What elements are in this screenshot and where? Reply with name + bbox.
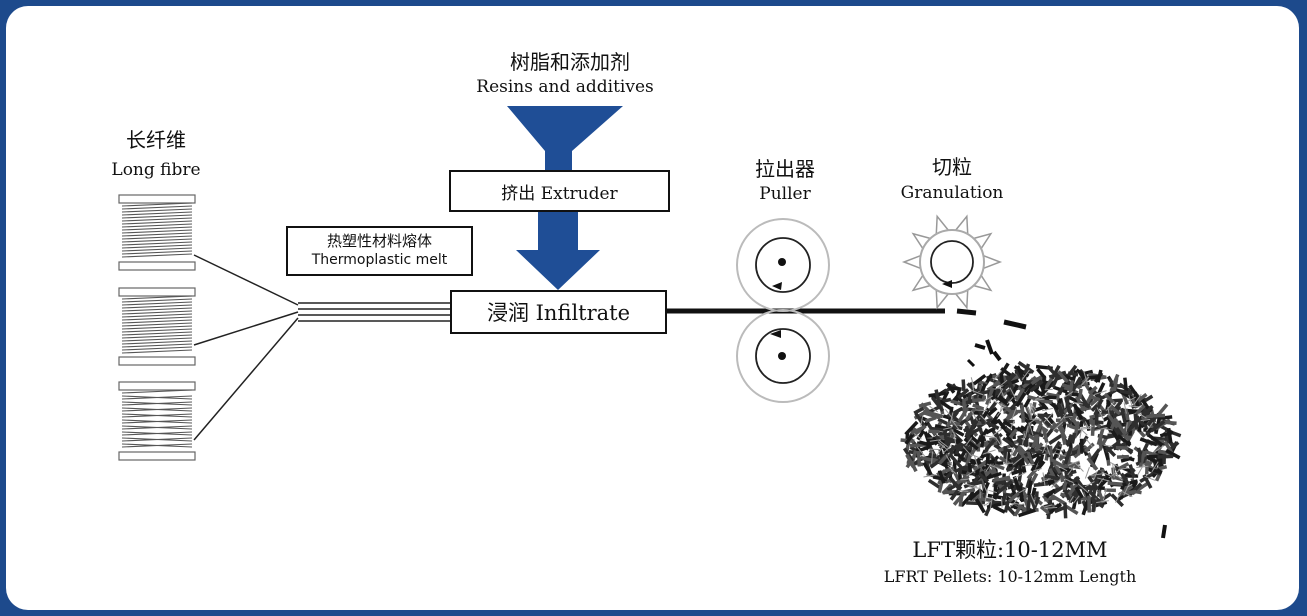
pellet-heap (900, 360, 1182, 520)
strand-dash (956, 308, 977, 316)
fibre-spool (118, 381, 196, 461)
resin-funnel (507, 106, 623, 170)
resin-label-en: Resins and additives (476, 77, 654, 97)
puller-label-en: Puller (759, 184, 811, 204)
fibre-lines (193, 254, 450, 441)
fibre-label-cn: 长纤维 (126, 128, 186, 152)
fibre-label-en: Long fibre (111, 160, 201, 180)
fibre-spool (118, 194, 196, 271)
extruder-box: 挤出 Extruder (449, 170, 670, 212)
pellets-label-cn: LFT颗粒:10-12MM (912, 538, 1108, 562)
puller-roller-bottom (736, 309, 830, 403)
granulation-label-en: Granulation (900, 183, 1004, 203)
fibre-spool (118, 287, 196, 366)
puller-roller-top (736, 218, 830, 312)
feed-arrow (516, 209, 600, 290)
pellets-label-en: LFRT Pellets: 10-12mm Length (883, 567, 1137, 586)
melt-label-cn: 热塑性材料熔体 (326, 232, 432, 250)
granulation-cutter (901, 214, 1003, 310)
fibre-spools (118, 194, 196, 461)
resin-label-cn: 树脂和添加剂 (510, 50, 630, 74)
granulation-label-cn: 切粒 (932, 155, 972, 179)
thermoplastic-melt-box: 热塑性材料熔体 Thermoplastic melt (286, 226, 473, 276)
puller-label-cn: 拉出器 (755, 157, 815, 181)
infiltrate-box: 浸润 Infiltrate (450, 290, 667, 334)
melt-label-en: Thermoplastic melt (311, 252, 448, 268)
